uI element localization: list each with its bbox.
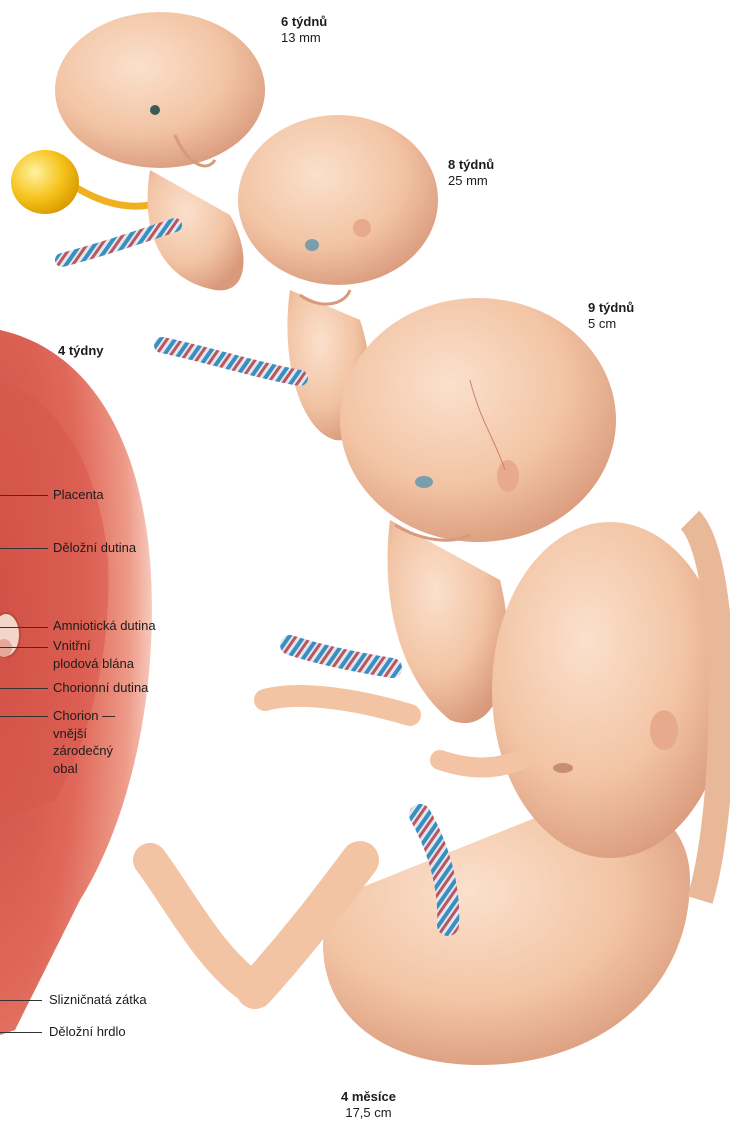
label-line: Děložní dutina: [53, 540, 136, 555]
leader-line: [0, 688, 48, 689]
leader-line: [0, 1000, 42, 1001]
label-line: Chorion —: [53, 708, 115, 723]
stage-size: 25 mm: [448, 173, 494, 189]
label-delozni-hrdlo: Děložní hrdlo: [49, 1023, 126, 1041]
label-line: Chorionní dutina: [53, 680, 148, 695]
stage-title: 4 měsíce: [341, 1089, 396, 1105]
label-delozni-dutina: Děložní dutina: [53, 539, 136, 557]
label-slizicnata-zatka: Slizničnatá zátka: [49, 991, 147, 1009]
leader-line: [0, 495, 48, 496]
stage-title: 8 týdnů: [448, 157, 494, 173]
stage-4-months-label: 4 měsíce 17,5 cm: [341, 1089, 396, 1122]
stage-title: 6 týdnů: [281, 14, 327, 30]
stage-size: 17,5 cm: [341, 1105, 396, 1121]
label-vnitrni-plodova-blana: Vnitřní plodová blána: [53, 637, 134, 672]
label-line: vnější: [53, 726, 87, 741]
label-line: Děložní hrdlo: [49, 1024, 126, 1039]
leader-line: [0, 647, 48, 648]
label-line: Placenta: [53, 487, 104, 502]
stage-size: 5 cm: [588, 316, 634, 332]
umbilical-cord-8-weeks: [162, 345, 300, 378]
stage-6-weeks-label: 6 týdnů 13 mm: [281, 14, 327, 47]
leader-line: [0, 627, 48, 628]
umbilical-cord-9-weeks: [290, 645, 392, 668]
label-line: zárodečný: [53, 743, 113, 758]
label-line: plodová blána: [53, 656, 134, 671]
stage-4-weeks-label: 4 týdny: [58, 343, 104, 359]
stage-title: 9 týdnů: [588, 300, 634, 316]
label-line: Slizničnatá zátka: [49, 992, 147, 1007]
leader-line: [0, 716, 48, 717]
label-chorion: Chorion — vnější zárodečný obal: [53, 707, 115, 777]
label-line: Vnitřní: [53, 638, 91, 653]
label-placenta: Placenta: [53, 486, 104, 504]
stage-8-weeks-label: 8 týdnů 25 mm: [448, 157, 494, 190]
leader-line: [0, 548, 48, 549]
stage-title: 4 týdny: [58, 343, 104, 359]
label-line: Amniotická dutina: [53, 618, 156, 633]
stage-9-weeks-label: 9 týdnů 5 cm: [588, 300, 634, 333]
label-line: obal: [53, 761, 78, 776]
label-amnioticka-dutina: Amniotická dutina: [53, 617, 156, 635]
stage-size: 13 mm: [281, 30, 327, 46]
label-chorionni-dutina: Chorionní dutina: [53, 679, 148, 697]
leader-line: [0, 1032, 42, 1033]
embryo-6-weeks: [11, 12, 265, 290]
